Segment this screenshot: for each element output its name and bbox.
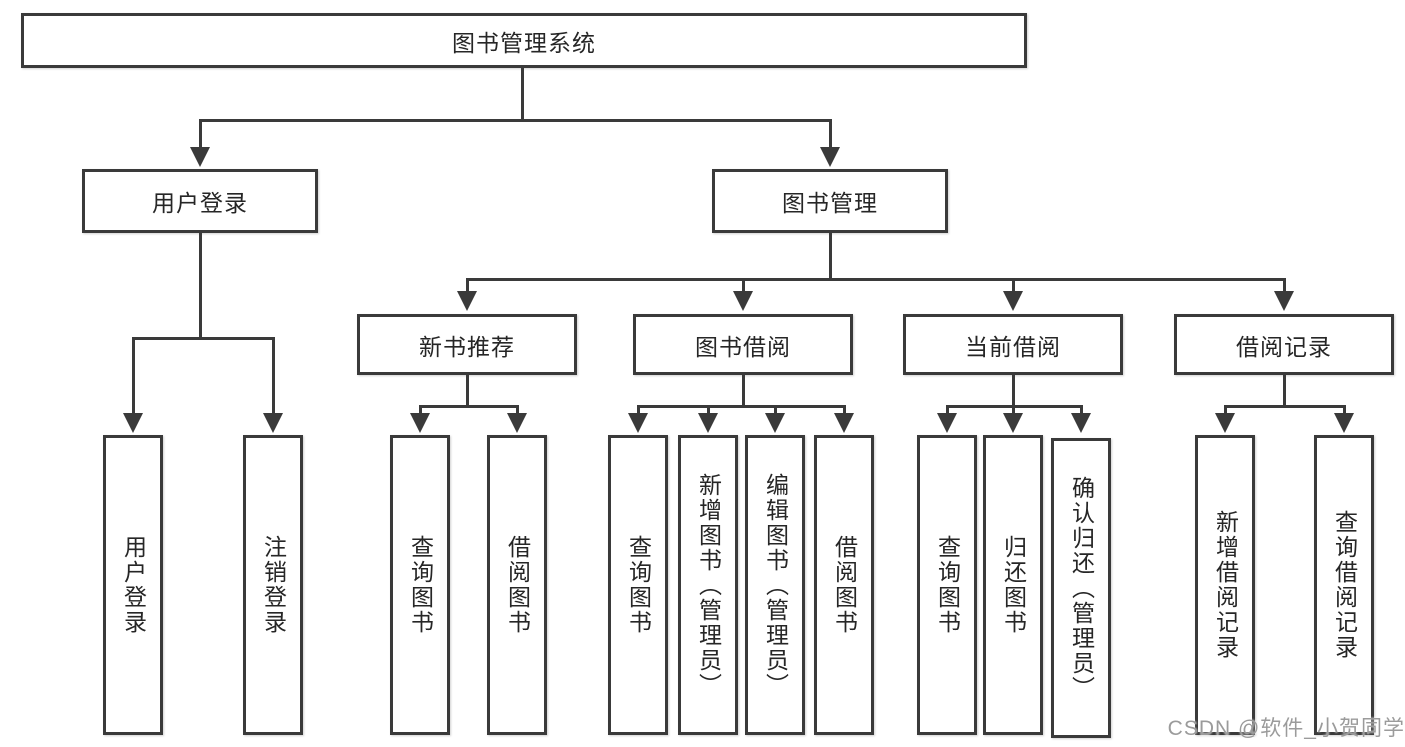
connector-line — [637, 405, 640, 416]
arrow-down-icon — [937, 413, 957, 433]
arrow-down-icon — [123, 413, 143, 433]
arrow-down-icon — [698, 413, 718, 433]
connector-line — [1012, 375, 1015, 407]
connector-line — [1343, 405, 1346, 416]
node-label: 查询图书 — [934, 535, 961, 635]
node-current-borrow: 当前借阅 — [903, 314, 1123, 375]
arrow-down-icon — [628, 413, 648, 433]
arrow-down-icon — [507, 413, 527, 433]
arrow-down-icon — [1003, 291, 1023, 311]
csdn-watermark: CSDN @软件_小贺同学 — [1167, 717, 1405, 740]
arrow-down-icon — [1071, 413, 1091, 433]
node-label: 用户登录 — [152, 190, 248, 216]
leaf-add-borrow-record: 新增借阅记录 — [1195, 435, 1255, 735]
arrow-down-icon — [1274, 291, 1294, 311]
arrow-down-icon — [263, 413, 283, 433]
connector-line — [199, 233, 202, 337]
arrow-down-icon — [733, 291, 753, 311]
connector-line — [637, 405, 846, 408]
leaf-borrow-books-recommend: 借阅图书 — [487, 435, 547, 735]
node-label: 编辑图书（管理员） — [762, 472, 789, 698]
arrow-down-icon — [1003, 413, 1023, 433]
node-label: 借阅记录 — [1236, 333, 1332, 360]
node-label: 新增借阅记录 — [1212, 510, 1239, 660]
leaf-query-books-borrow: 查询图书 — [608, 435, 668, 735]
connector-line — [1283, 375, 1286, 407]
connector-line — [516, 405, 519, 416]
connector-line — [521, 68, 524, 120]
connector-line — [132, 337, 135, 415]
node-label: 新书推荐 — [419, 333, 515, 360]
node-borrow-record: 借阅记录 — [1174, 314, 1394, 375]
connector-line — [707, 405, 710, 416]
connector-line — [829, 233, 832, 280]
connector-line — [466, 278, 1286, 281]
connector-line — [419, 405, 422, 416]
arrow-down-icon — [1334, 413, 1354, 433]
node-book-management: 图书管理 — [712, 169, 948, 233]
connector-line — [132, 337, 275, 340]
connector-line — [1080, 405, 1083, 416]
leaf-query-books-current: 查询图书 — [917, 435, 977, 735]
leaf-edit-books-admin: 编辑图书（管理员） — [745, 435, 805, 735]
connector-line — [946, 405, 949, 416]
node-label: 新增图书（管理员） — [695, 472, 722, 698]
arrow-down-icon — [457, 291, 477, 311]
connector-line — [829, 119, 832, 151]
connector-line — [419, 405, 519, 408]
leaf-query-borrow-record: 查询借阅记录 — [1314, 435, 1374, 735]
node-label: 注销登录 — [260, 535, 287, 635]
node-label: 图书管理 — [782, 190, 878, 216]
node-book-borrow: 图书借阅 — [633, 314, 853, 375]
node-label: 查询图书 — [407, 535, 434, 635]
arrow-down-icon — [410, 413, 430, 433]
node-label: 查询图书 — [625, 535, 652, 635]
leaf-add-books-admin: 新增图书（管理员） — [678, 435, 738, 735]
connector-line — [466, 375, 469, 407]
connector-line — [466, 278, 469, 293]
leaf-borrow-books: 借阅图书 — [814, 435, 874, 735]
connector-line — [742, 278, 745, 293]
leaf-query-books-recommend: 查询图书 — [390, 435, 450, 735]
arrow-down-icon — [190, 147, 210, 167]
connector-line — [742, 375, 745, 407]
node-label: 借阅图书 — [831, 535, 858, 635]
arrow-down-icon — [834, 413, 854, 433]
node-label: 图书借阅 — [695, 333, 791, 360]
connector-line — [272, 337, 275, 415]
connector-line — [1012, 278, 1015, 293]
node-user-login: 用户登录 — [82, 169, 318, 233]
connector-line — [1224, 405, 1346, 408]
connector-line — [199, 119, 202, 151]
node-label: 当前借阅 — [965, 333, 1061, 360]
node-label: 确认归还（管理员） — [1068, 475, 1095, 701]
connector-line — [843, 405, 846, 416]
arrow-down-icon — [1215, 413, 1235, 433]
node-label: 图书管理系统 — [452, 29, 596, 56]
node-library-management-system: 图书管理系统 — [21, 13, 1027, 68]
arrow-down-icon — [765, 413, 785, 433]
leaf-confirm-return-admin: 确认归还（管理员） — [1051, 438, 1111, 738]
connector-line — [1283, 278, 1286, 293]
arrow-down-icon — [820, 147, 840, 167]
leaf-logout: 注销登录 — [243, 435, 303, 735]
connector-line — [199, 119, 832, 122]
leaf-return-books: 归还图书 — [983, 435, 1043, 735]
node-label: 借阅图书 — [504, 535, 531, 635]
connector-line — [1224, 405, 1227, 416]
node-new-book-recommend: 新书推荐 — [357, 314, 577, 375]
connector-line — [774, 405, 777, 416]
leaf-user-login: 用户登录 — [103, 435, 163, 735]
node-label: 用户登录 — [120, 535, 147, 635]
node-label: 查询借阅记录 — [1331, 510, 1358, 660]
node-label: 归还图书 — [1000, 535, 1027, 635]
connector-line — [1012, 405, 1015, 416]
